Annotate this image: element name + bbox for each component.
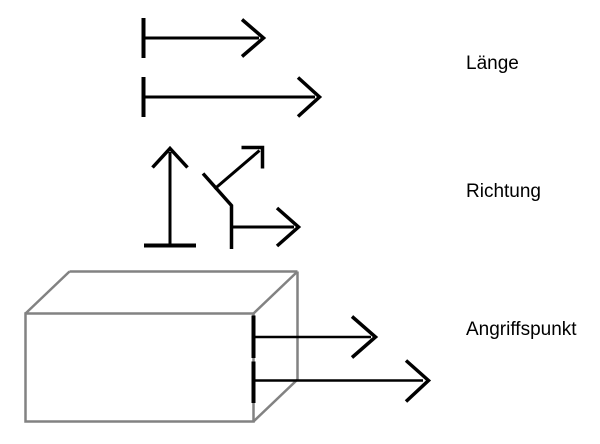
application-point-arrow-upper-icon — [251, 315, 379, 359]
arrow-head — [296, 76, 323, 118]
arrow-head — [404, 359, 432, 403]
label-angriffspunkt: Angriffspunkt — [466, 319, 577, 340]
direction-tail-bars — [201, 172, 234, 249]
length-arrow-short-icon — [141, 18, 267, 58]
box-top-left-edge — [24, 270, 71, 315]
arrow-head — [350, 315, 379, 359]
arrow-head — [151, 145, 189, 169]
label-laenge: Länge — [466, 53, 519, 74]
diagonal-and-vertical-tail-bar — [201, 172, 234, 249]
box-top-right-edge — [252, 270, 299, 315]
arrow-head — [241, 145, 265, 169]
arrow-head — [240, 18, 267, 58]
arrow-head — [275, 206, 302, 248]
arrow-shaft — [213, 149, 261, 191]
box-front-face — [24, 312, 255, 423]
box-bottom-right-edge — [252, 378, 299, 423]
application-point-arrow-lower-icon — [251, 359, 432, 403]
direction-arrow-diagonal-icon — [213, 145, 265, 191]
direction-arrow-right-icon — [231, 206, 302, 248]
label-richtung: Richtung — [466, 181, 541, 202]
cuboid-box — [24, 270, 299, 423]
direction-arrow-up-icon — [144, 145, 196, 248]
length-arrow-long-icon — [141, 76, 323, 118]
